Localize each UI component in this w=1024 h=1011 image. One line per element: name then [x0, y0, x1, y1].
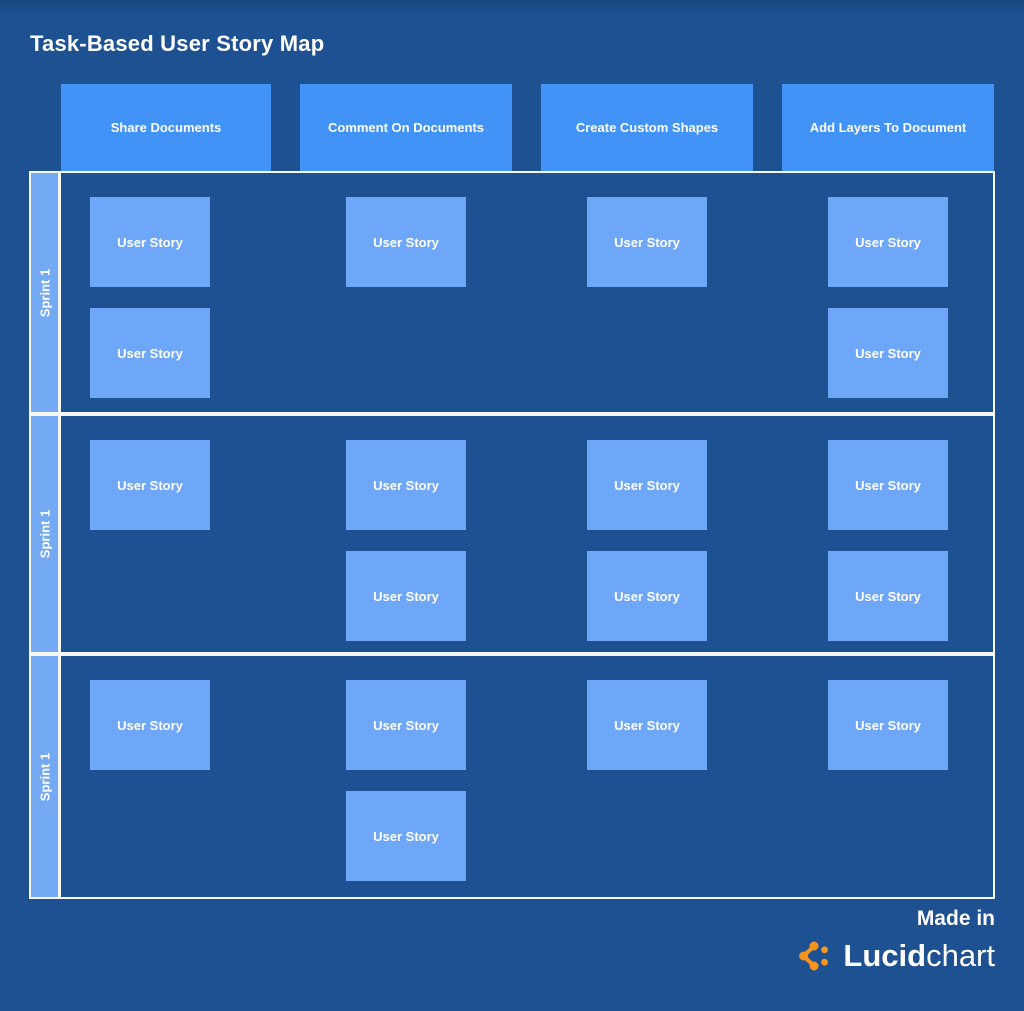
column-header-share-documents: Share Documents — [61, 84, 271, 171]
user-story-card: User Story — [346, 551, 466, 641]
user-story-card: User Story — [346, 680, 466, 770]
user-story-card: User Story — [346, 440, 466, 530]
user-story-card: User Story — [346, 791, 466, 881]
sprint-label: Sprint 1 — [37, 268, 52, 317]
user-story-card: User Story — [90, 308, 210, 398]
user-story-card: User Story — [828, 680, 948, 770]
column-header-add-layers-to-document: Add Layers To Document — [782, 84, 994, 171]
brand-word-chart: chart — [926, 938, 995, 973]
sprint-label-strip: Sprint 1 — [31, 656, 61, 897]
user-story-card: User Story — [587, 440, 707, 530]
user-story-card: User Story — [587, 197, 707, 287]
user-story-card: User Story — [587, 680, 707, 770]
user-story-card: User Story — [828, 551, 948, 641]
column-header-comment-on-documents: Comment On Documents — [300, 84, 512, 171]
user-story-card: User Story — [90, 197, 210, 287]
made-in-text: Made in — [916, 907, 995, 930]
page-title: Task-Based User Story Map — [30, 31, 325, 56]
user-story-card: User Story — [90, 680, 210, 770]
user-story-card: User Story — [90, 440, 210, 530]
user-story-card: User Story — [828, 308, 948, 398]
user-story-card: User Story — [346, 197, 466, 287]
sprint-label-strip: Sprint 1 — [31, 416, 61, 652]
lucidchart-logo-icon — [799, 941, 829, 971]
user-story-card: User Story — [587, 551, 707, 641]
column-header-create-custom-shapes: Create Custom Shapes — [541, 84, 753, 171]
sprint-label-strip: Sprint 1 — [31, 173, 61, 412]
brand-wordmark: Lucidchart — [843, 936, 995, 976]
brand-word-lucid: Lucid — [843, 938, 927, 973]
sprint-label: Sprint 1 — [37, 752, 52, 801]
user-story-card: User Story — [828, 440, 948, 530]
lucidchart-logo: Lucidchart — [796, 936, 995, 976]
sprint-label: Sprint 1 — [37, 509, 52, 559]
user-story-card: User Story — [828, 197, 948, 287]
